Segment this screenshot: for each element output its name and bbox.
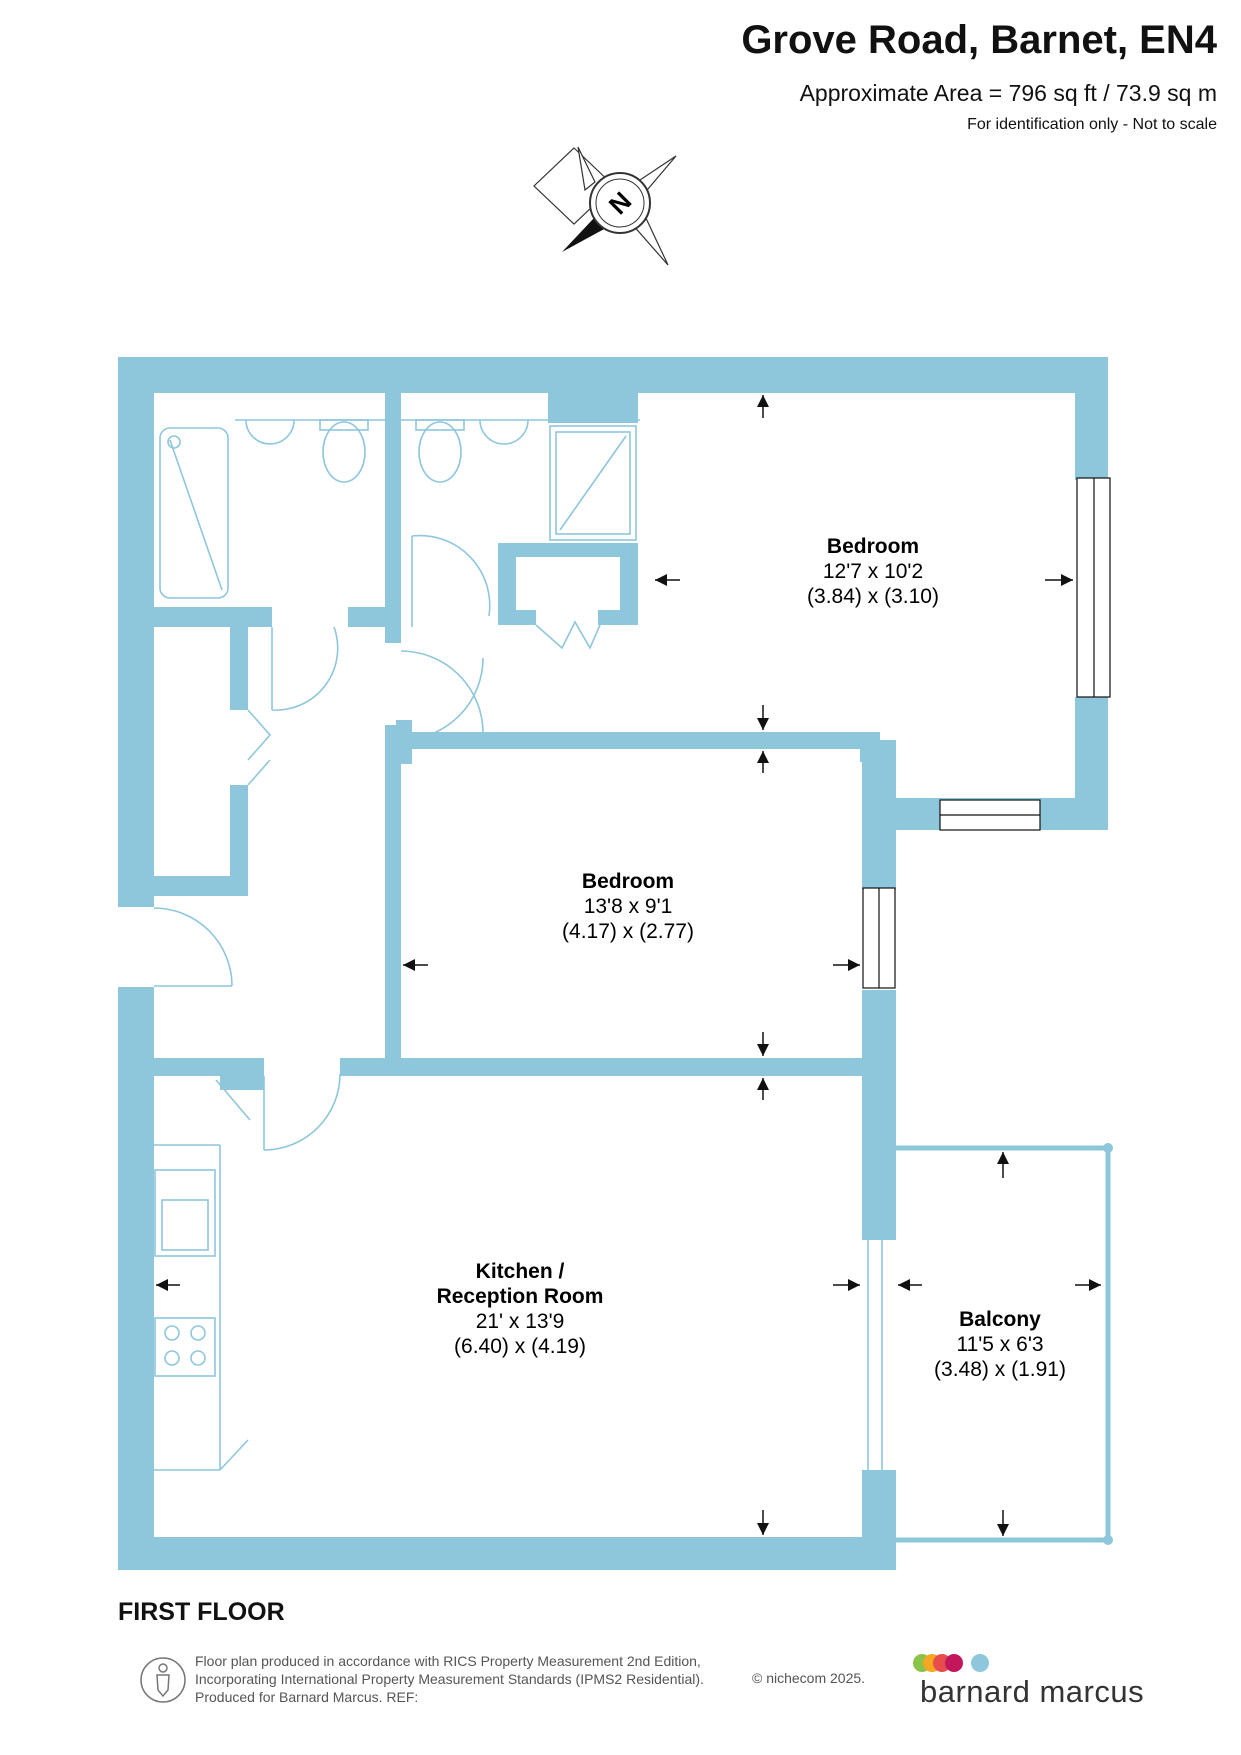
walls (118, 357, 1108, 1570)
room-dimensions-metric: (6.40) x (4.19) (454, 1335, 586, 1358)
room-name-line-1: Kitchen / (476, 1260, 565, 1283)
room-bedroom-1: Bedroom 12'7 x 10'2 (3.84) x (3.10) (807, 535, 939, 608)
room-name: Bedroom (827, 535, 919, 558)
footer-line-3: Produced for Barnard Marcus. REF: (195, 1689, 419, 1705)
room-dimensions-imperial: 21' x 13'9 (476, 1310, 565, 1333)
approximate-area: Approximate Area = 796 sq ft / 73.9 sq m (799, 80, 1217, 106)
room-name: Balcony (959, 1308, 1041, 1331)
room-dimensions-imperial: 11'5 x 6'3 (956, 1333, 1043, 1356)
room-dimensions-imperial: 12'7 x 10'2 (823, 560, 923, 583)
room-kitchen-reception: Kitchen / Reception Room 21' x 13'9 (6.4… (437, 1260, 604, 1358)
plan-title: Grove Road, Barnet, EN4 (741, 18, 1217, 62)
copyright: © nichecom 2025. (752, 1670, 866, 1686)
scale-disclaimer: For identification only - Not to scale (967, 116, 1217, 133)
footer-line-2: Incorporating International Property Mea… (195, 1671, 704, 1687)
compass-rose-icon: N (533, 146, 677, 266)
room-dimensions-imperial: 13'8 x 9'1 (584, 895, 673, 918)
room-dimensions-metric: (3.48) x (1.91) (934, 1358, 1066, 1381)
room-name: Bedroom (582, 870, 674, 893)
room-dimensions-metric: (3.84) x (3.10) (807, 585, 939, 608)
balcony-railing (896, 1143, 1113, 1545)
footer-line-1: Floor plan produced in accordance with R… (195, 1653, 701, 1669)
brand-name: barnard marcus (920, 1674, 1145, 1709)
room-dimensions-metric: (4.17) x (2.77) (562, 920, 694, 943)
brand-logo-dots-icon (913, 1654, 989, 1672)
footer-disclaimer: Floor plan produced in accordance with R… (195, 1652, 704, 1706)
dimension-arrows (156, 395, 1101, 1536)
windows (862, 477, 1111, 989)
person-icon (140, 1657, 186, 1703)
room-name-line-2: Reception Room (437, 1285, 604, 1308)
floor-label: FIRST FLOOR (118, 1598, 285, 1626)
room-bedroom-2: Bedroom 13'8 x 9'1 (4.17) x (2.77) (562, 870, 694, 943)
fixtures (153, 419, 883, 1471)
room-balcony: Balcony 11'5 x 6'3 (3.48) x (1.91) (934, 1308, 1066, 1381)
